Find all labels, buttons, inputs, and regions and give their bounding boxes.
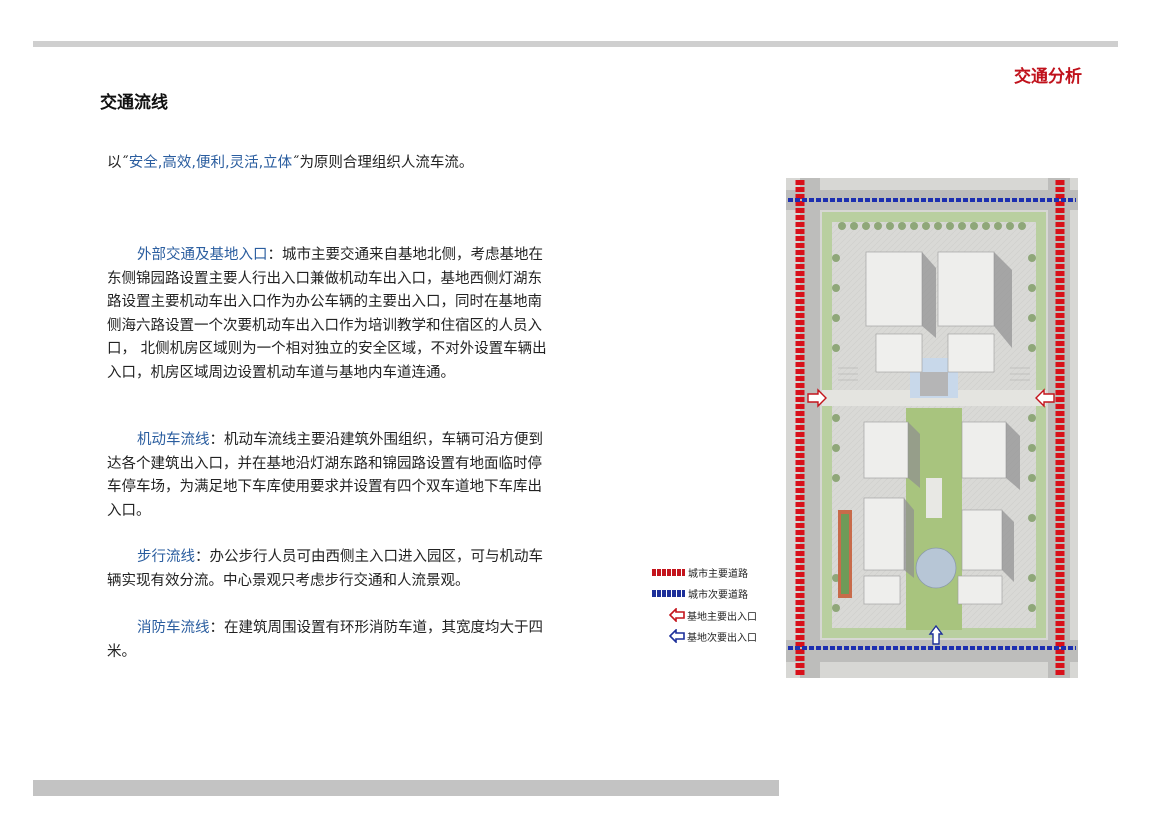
paragraph-lead: 机动车流线 <box>137 432 210 448</box>
legend-secondary-entrance: 基地次要出入口 <box>652 629 757 644</box>
paragraph-vehicle-flow: 机动车流线：机动车流线主要沿建筑外围组织，车辆可沿方便到达各个建筑出入口，并在基… <box>107 429 547 523</box>
bottom-divider <box>33 780 779 796</box>
building-north-east <box>937 251 1012 348</box>
tree-row-north <box>838 222 1026 230</box>
paragraph-external-traffic: 外部交通及基地入口：城市主要交通来自基地北侧，考虑基地在东侧锦园路设置主要人行出… <box>107 244 547 386</box>
building-south-east-small <box>957 575 1003 605</box>
paragraph-lead: 步行流线 <box>137 549 195 565</box>
legend-primary-entrance: 基地主要出入口 <box>652 608 757 623</box>
legend-label: 基地主要出入口 <box>687 611 757 623</box>
intro-highlight: 安全,高效,便利,灵活,立体 <box>128 155 293 171</box>
tree-row-east <box>1028 254 1036 612</box>
intro-line: 以˝安全,高效,便利,灵活,立体˝为原则合理组织人流车流。 <box>107 151 473 172</box>
intro-prefix: 以˝ <box>107 155 129 171</box>
paragraph-lead: 外部交通及基地入口 <box>137 247 268 263</box>
building-south-west-small <box>863 575 901 605</box>
secondary-entrance-arrow-icon <box>669 629 685 643</box>
paragraph-body: ：城市主要交通来自基地北侧，考虑基地在东侧锦园路设置主要人行出入口兼做机动车出入… <box>107 247 547 381</box>
legend-secondary-road: 城市次要道路 <box>652 586 748 601</box>
top-divider <box>33 41 1118 47</box>
paragraph-body: ：机动车流线主要沿建筑外围组织，车辆可沿方便到达各个建筑出入口，并在基地沿灯湖东… <box>107 432 543 519</box>
building-mid-west <box>863 421 920 488</box>
building-podium-west <box>875 333 923 373</box>
building-mid-east <box>961 421 1020 490</box>
south-road <box>786 640 1078 662</box>
site-plan-image <box>786 178 1078 678</box>
red-dashed-road-icon <box>652 568 685 576</box>
round-pavilion <box>915 547 957 589</box>
page-title: 交通流线 <box>100 93 168 113</box>
paragraph-pedestrian-flow: 步行流线：办公步行人员可由西侧主入口进入园区，可与机动车辆实现有效分流。中心景观… <box>107 546 547 593</box>
primary-entrance-west-arrow-icon <box>807 388 827 408</box>
sports-field <box>841 514 849 594</box>
secondary-entrance-south-arrow-icon <box>928 624 944 645</box>
paragraph-fire-truck-flow: 消防车流线：在建筑周围设置有环形消防车道，其宽度均大于四米。 <box>107 617 547 664</box>
building-podium-east <box>947 333 995 373</box>
link-block <box>920 372 948 396</box>
legend-label: 城市次要道路 <box>688 589 748 601</box>
legend-label: 城市主要道路 <box>688 568 748 580</box>
west-road <box>800 178 820 678</box>
section-title: 交通分析 <box>1014 67 1082 87</box>
central-plaza <box>926 478 942 518</box>
blue-dashed-road-icon <box>652 589 685 597</box>
paragraph-body: ：在建筑周围设置有环形消防车道，其宽度均大于四米。 <box>107 620 543 660</box>
building-south-west <box>863 497 914 578</box>
building-south-east <box>961 509 1014 582</box>
paragraph-lead: 消防车流线 <box>137 620 210 636</box>
building-north-west <box>865 251 936 338</box>
primary-entrance-arrow-icon <box>669 608 685 622</box>
primary-entrance-east-arrow-icon <box>1035 388 1055 408</box>
legend-label: 基地次要出入口 <box>687 632 757 644</box>
paragraph-body: ：办公步行人员可由西侧主入口进入园区，可与机动车辆实现有效分流。中心景观只考虑步… <box>107 549 543 589</box>
parking-rows <box>838 367 1030 381</box>
legend-primary-road: 城市主要道路 <box>652 565 748 580</box>
intro-suffix: ˝为原则合理组织人流车流。 <box>292 155 474 171</box>
